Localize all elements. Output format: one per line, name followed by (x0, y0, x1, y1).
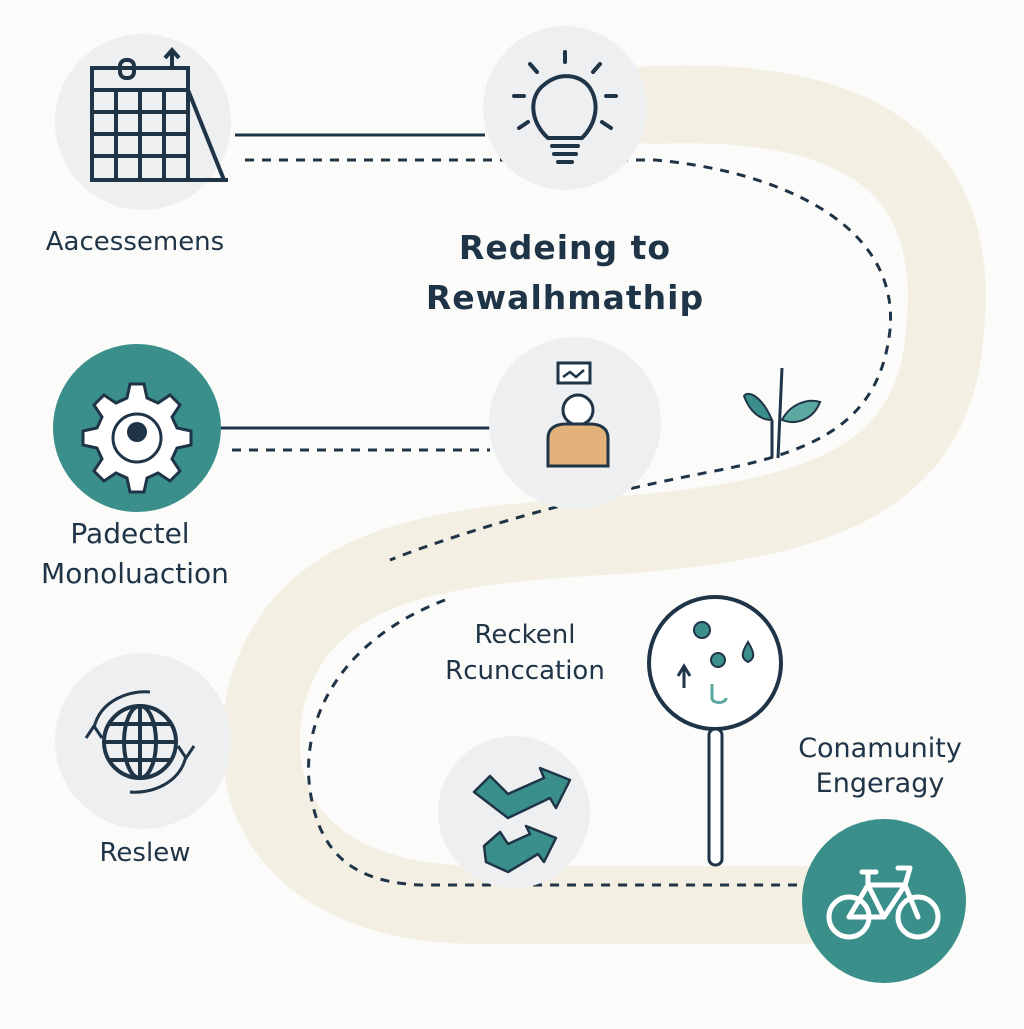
step-8-label-line2: Engeragy (815, 768, 945, 799)
step-5-label-line2: Rcunccation (445, 656, 605, 686)
step-3-label-line2: Monoluaction (41, 557, 229, 590)
step-1-label: Aacessemens (45, 227, 225, 257)
lightbulb-icon (512, 50, 618, 164)
globe-icon (84, 690, 196, 794)
person-icon (546, 361, 610, 468)
step-8-label-line1: Conamunity (798, 733, 962, 764)
dashed-route-lower (307, 598, 800, 887)
step-3-label-line1: Padectel (70, 517, 190, 550)
diagram-title-line2: Rewalhmathip (425, 278, 705, 317)
step-6-label: Reslew (99, 838, 191, 868)
bicycle-icon (826, 865, 941, 940)
road-path (221, 65, 986, 944)
sprout-icon (742, 367, 822, 459)
step-1-circle (55, 34, 231, 210)
step-5-label-line1: Reckenl (474, 620, 576, 650)
step-2-circle (483, 26, 647, 190)
calendar-icon (90, 46, 228, 182)
map-pin-icon (647, 595, 783, 867)
step-8-circle (802, 819, 966, 983)
gear-icon (81, 382, 193, 494)
arrows-icon (472, 766, 572, 874)
diagram-title-line1: Redeing to (458, 228, 672, 267)
